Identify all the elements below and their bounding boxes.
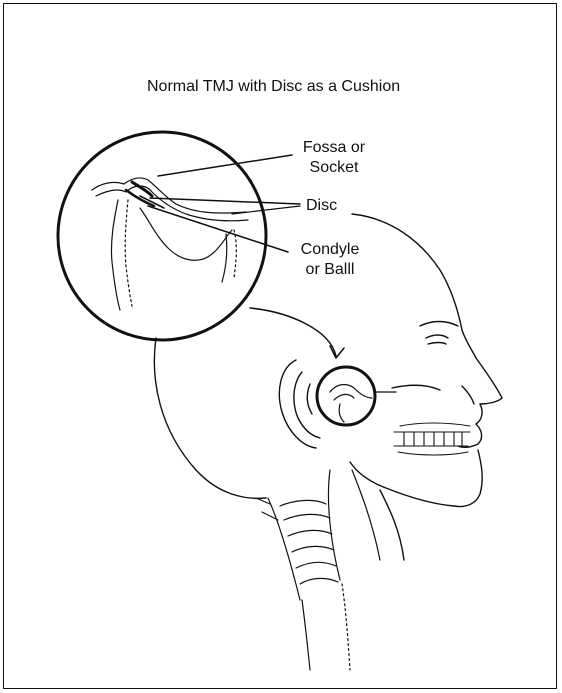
diagram-title: Normal TMJ with Disc as a Cushion: [147, 77, 400, 97]
teeth-illustration: [394, 423, 470, 455]
condyle-label-line-1: Condyle: [290, 240, 370, 260]
fossa-leader-line: [158, 155, 292, 176]
disc-leader-line-2: [232, 206, 300, 214]
fossa-label: Fossa or Socket: [294, 138, 374, 178]
disc-label: Disc: [306, 196, 337, 216]
fossa-label-line-1: Fossa or: [294, 138, 374, 158]
fossa-label-line-2: Socket: [294, 158, 374, 178]
joint-detail-illustration: [92, 178, 248, 310]
ear-illustration: [279, 360, 320, 448]
magnify-arrow: [250, 308, 336, 356]
cervical-spine-illustration: [256, 470, 380, 670]
jaw-joint-circle: [317, 367, 375, 425]
condyle-label: Condyle or Balll: [290, 240, 370, 280]
condyle-label-line-2: or Balll: [290, 260, 370, 280]
